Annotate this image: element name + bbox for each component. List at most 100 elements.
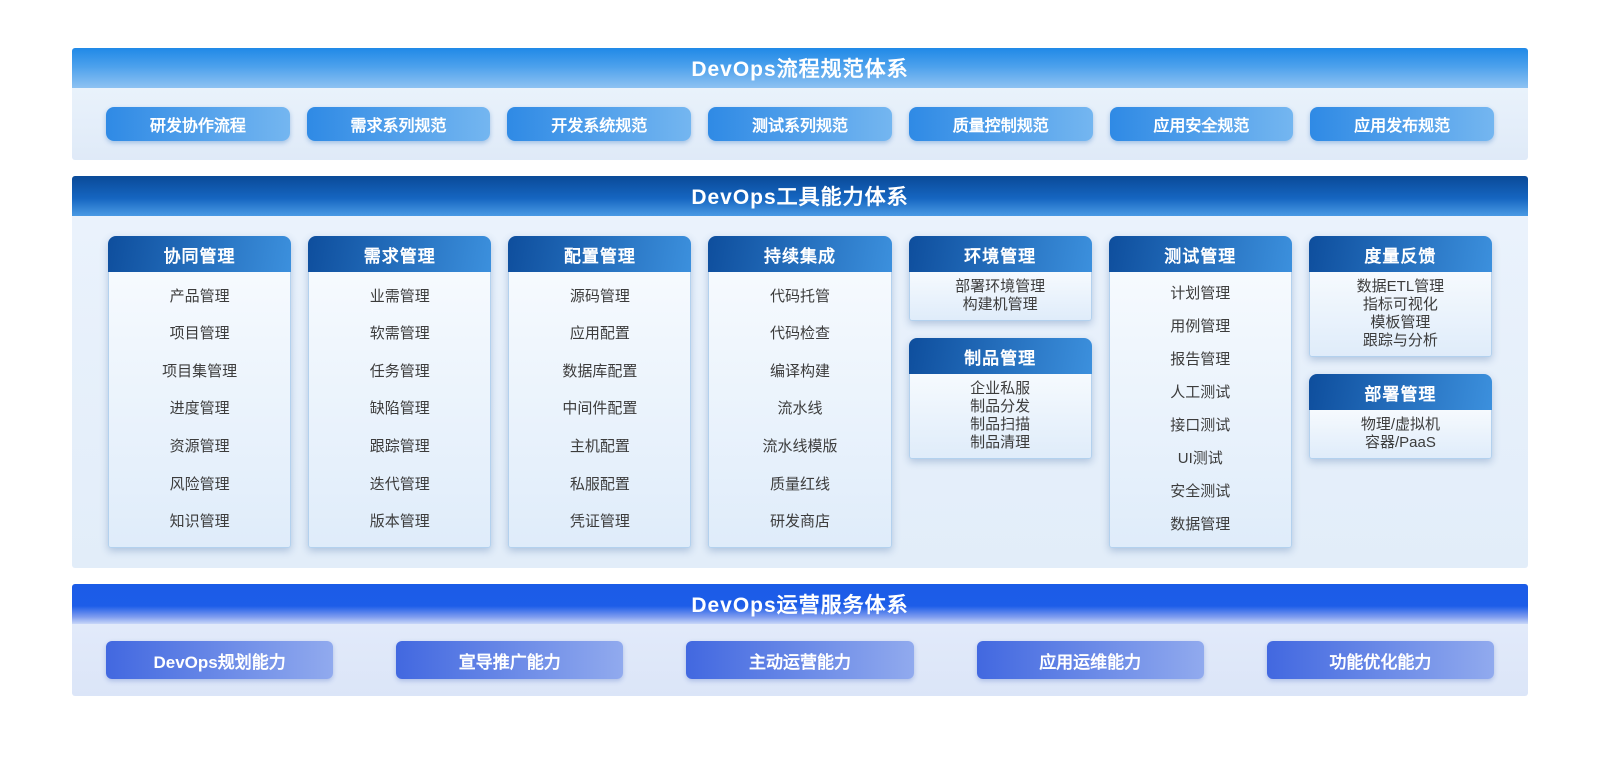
capability-item: 编译构建 bbox=[769, 362, 830, 380]
capability-item: 制品扫描 bbox=[970, 416, 1031, 433]
capability-item: 指标可视化 bbox=[1362, 296, 1438, 313]
operation-service-section: DevOps运营服务体系 DevOps规划能力 宣导推广能力 主动运营能力 应用… bbox=[72, 584, 1528, 696]
capability-item: 风险管理 bbox=[169, 475, 230, 493]
capability-item: 报告管理 bbox=[1170, 351, 1231, 369]
capability-item: 项目管理 bbox=[169, 325, 230, 343]
capability-item: 资源管理 bbox=[169, 438, 230, 456]
process-spec-button[interactable]: 研发协作流程 bbox=[106, 107, 290, 141]
capability-item: 跟踪管理 bbox=[369, 438, 430, 456]
process-spec-section: DevOps流程规范体系 研发协作流程 需求系列规范 开发系统规范 测试系列规范… bbox=[72, 48, 1528, 160]
card-body: 数据ETL管理 指标可视化 模板管理 跟踪与分析 bbox=[1308, 272, 1492, 357]
tool-capability-title: DevOps工具能力体系 bbox=[691, 186, 909, 209]
process-spec-button[interactable]: 需求系列规范 bbox=[306, 107, 491, 141]
capability-item: 源码管理 bbox=[569, 287, 630, 305]
capability-item: 跟踪与分析 bbox=[1362, 332, 1438, 349]
process-spec-button[interactable]: 开发系统规范 bbox=[507, 107, 692, 141]
card-header: 配置管理 bbox=[508, 236, 692, 272]
capability-item: 计划管理 bbox=[1170, 285, 1231, 303]
process-spec-button[interactable]: 应用安全规范 bbox=[1109, 107, 1294, 141]
card-header: 持续集成 bbox=[708, 236, 892, 272]
process-spec-title: DevOps流程规范体系 bbox=[691, 58, 909, 81]
capability-item: 质量红线 bbox=[769, 475, 830, 493]
capability-item: 流水线模版 bbox=[762, 438, 838, 456]
card-header: 协同管理 bbox=[108, 236, 292, 272]
capability-item: 部署环境管理 bbox=[955, 278, 1046, 295]
capability-item: 企业私服 bbox=[970, 380, 1031, 397]
capability-item: 接口测试 bbox=[1170, 416, 1231, 434]
capability-item: 制品清理 bbox=[970, 434, 1031, 451]
capability-card-ci: 持续集成 代码托管 代码检查 编译构建 流水线 流水线模版 质量红线 研发商店 bbox=[708, 236, 892, 548]
card-header: 环境管理 bbox=[908, 236, 1092, 272]
capability-card-metrics: 度量反馈 数据ETL管理 指标可视化 模板管理 跟踪与分析 bbox=[1308, 236, 1492, 357]
card-header: 测试管理 bbox=[1108, 236, 1292, 272]
capability-card-configuration: 配置管理 源码管理 应用配置 数据库配置 中间件配置 主机配置 私服配置 凭证管… bbox=[508, 236, 692, 548]
capability-item: 迭代管理 bbox=[369, 475, 430, 493]
capability-item: 模板管理 bbox=[1370, 314, 1431, 331]
tool-capability-section: DevOps工具能力体系 协同管理 产品管理 项目管理 项目集管理 进度管理 资… bbox=[72, 176, 1528, 568]
card-header: 度量反馈 bbox=[1308, 236, 1492, 272]
capability-columns: 协同管理 产品管理 项目管理 项目集管理 进度管理 资源管理 风险管理 知识管理… bbox=[108, 236, 1492, 548]
card-header: 部署管理 bbox=[1308, 374, 1492, 410]
capability-item: 代码托管 bbox=[769, 287, 830, 305]
card-body: 物理/虚拟机 容器/PaaS bbox=[1308, 410, 1492, 459]
process-spec-button[interactable]: 测试系列规范 bbox=[708, 107, 892, 141]
capability-item: 业需管理 bbox=[369, 287, 430, 305]
capability-item: 人工测试 bbox=[1170, 384, 1231, 402]
capability-item: 私服配置 bbox=[569, 475, 630, 493]
capability-card-deployment: 部署管理 物理/虚拟机 容器/PaaS bbox=[1308, 374, 1492, 459]
capability-item: 软需管理 bbox=[369, 325, 430, 343]
process-spec-button[interactable]: 应用发布规范 bbox=[1310, 107, 1494, 141]
capability-item: 安全测试 bbox=[1170, 482, 1231, 500]
capability-item: 缺陷管理 bbox=[369, 400, 430, 418]
devops-diagram: DevOps流程规范体系 研发协作流程 需求系列规范 开发系统规范 测试系列规范… bbox=[72, 48, 1528, 712]
card-body: 代码托管 代码检查 编译构建 流水线 流水线模版 质量红线 研发商店 bbox=[708, 272, 892, 548]
capability-item: 版本管理 bbox=[369, 513, 430, 531]
card-header: 需求管理 bbox=[308, 236, 492, 272]
card-body: 计划管理 用例管理 报告管理 人工测试 接口测试 UI测试 安全测试 数据管理 bbox=[1108, 272, 1292, 548]
tool-capability-header: DevOps工具能力体系 bbox=[72, 176, 1528, 216]
capability-item: 凭证管理 bbox=[569, 513, 630, 531]
process-spec-body: 研发协作流程 需求系列规范 开发系统规范 测试系列规范 质量控制规范 应用安全规… bbox=[72, 88, 1528, 160]
capability-card-requirements: 需求管理 业需管理 软需管理 任务管理 缺陷管理 跟踪管理 迭代管理 版本管理 bbox=[308, 236, 492, 548]
card-body: 业需管理 软需管理 任务管理 缺陷管理 跟踪管理 迭代管理 版本管理 bbox=[308, 272, 492, 548]
tool-capability-body: 协同管理 产品管理 项目管理 项目集管理 进度管理 资源管理 风险管理 知识管理… bbox=[72, 216, 1528, 568]
card-body: 源码管理 应用配置 数据库配置 中间件配置 主机配置 私服配置 凭证管理 bbox=[508, 272, 692, 548]
capability-item: 研发商店 bbox=[769, 513, 830, 531]
operation-service-button[interactable]: 应用运维能力 bbox=[976, 641, 1204, 679]
process-spec-button[interactable]: 质量控制规范 bbox=[908, 107, 1093, 141]
operation-service-button[interactable]: 功能优化能力 bbox=[1266, 641, 1494, 679]
capability-item: 进度管理 bbox=[169, 400, 230, 418]
capability-card-testing: 测试管理 计划管理 用例管理 报告管理 人工测试 接口测试 UI测试 安全测试 … bbox=[1108, 236, 1292, 548]
operation-service-header: DevOps运营服务体系 bbox=[72, 584, 1528, 624]
process-spec-header: DevOps流程规范体系 bbox=[72, 48, 1528, 88]
capability-item: 中间件配置 bbox=[562, 400, 638, 418]
capability-column-env-artifact: 环境管理 部署环境管理 构建机管理 制品管理 企业私服 制品分发 制品扫描 制品… bbox=[908, 236, 1092, 548]
capability-item: 项目集管理 bbox=[162, 362, 238, 380]
capability-item: 容器/PaaS bbox=[1364, 434, 1436, 451]
operation-service-button[interactable]: DevOps规划能力 bbox=[106, 641, 334, 679]
capability-item: 物理/虚拟机 bbox=[1360, 416, 1440, 433]
operation-service-body: DevOps规划能力 宣导推广能力 主动运营能力 应用运维能力 功能优化能力 bbox=[72, 624, 1528, 696]
capability-card-artifact: 制品管理 企业私服 制品分发 制品扫描 制品清理 bbox=[908, 338, 1092, 459]
capability-item: 代码检查 bbox=[769, 325, 830, 343]
capability-item: 构建机管理 bbox=[962, 296, 1038, 313]
card-header: 制品管理 bbox=[908, 338, 1092, 374]
capability-card-environment: 环境管理 部署环境管理 构建机管理 bbox=[908, 236, 1092, 321]
capability-column-metrics-deploy: 度量反馈 数据ETL管理 指标可视化 模板管理 跟踪与分析 部署管理 物理/虚拟… bbox=[1308, 236, 1492, 548]
capability-item: 应用配置 bbox=[569, 325, 630, 343]
capability-item: UI测试 bbox=[1177, 449, 1223, 467]
capability-item: 任务管理 bbox=[369, 362, 430, 380]
operation-service-button[interactable]: 宣导推广能力 bbox=[396, 641, 624, 679]
card-body: 产品管理 项目管理 项目集管理 进度管理 资源管理 风险管理 知识管理 bbox=[108, 272, 292, 548]
capability-item: 数据管理 bbox=[1170, 515, 1231, 533]
capability-item: 知识管理 bbox=[169, 513, 230, 531]
capability-item: 流水线 bbox=[777, 400, 823, 418]
capability-item: 数据库配置 bbox=[562, 362, 638, 380]
card-body: 企业私服 制品分发 制品扫描 制品清理 bbox=[908, 374, 1092, 459]
capability-item: 用例管理 bbox=[1170, 318, 1231, 336]
operation-service-title: DevOps运营服务体系 bbox=[691, 594, 909, 617]
capability-card-collaboration: 协同管理 产品管理 项目管理 项目集管理 进度管理 资源管理 风险管理 知识管理 bbox=[108, 236, 292, 548]
operation-service-button[interactable]: 主动运营能力 bbox=[686, 641, 914, 679]
card-body: 部署环境管理 构建机管理 bbox=[908, 272, 1092, 321]
capability-item: 数据ETL管理 bbox=[1356, 278, 1445, 295]
